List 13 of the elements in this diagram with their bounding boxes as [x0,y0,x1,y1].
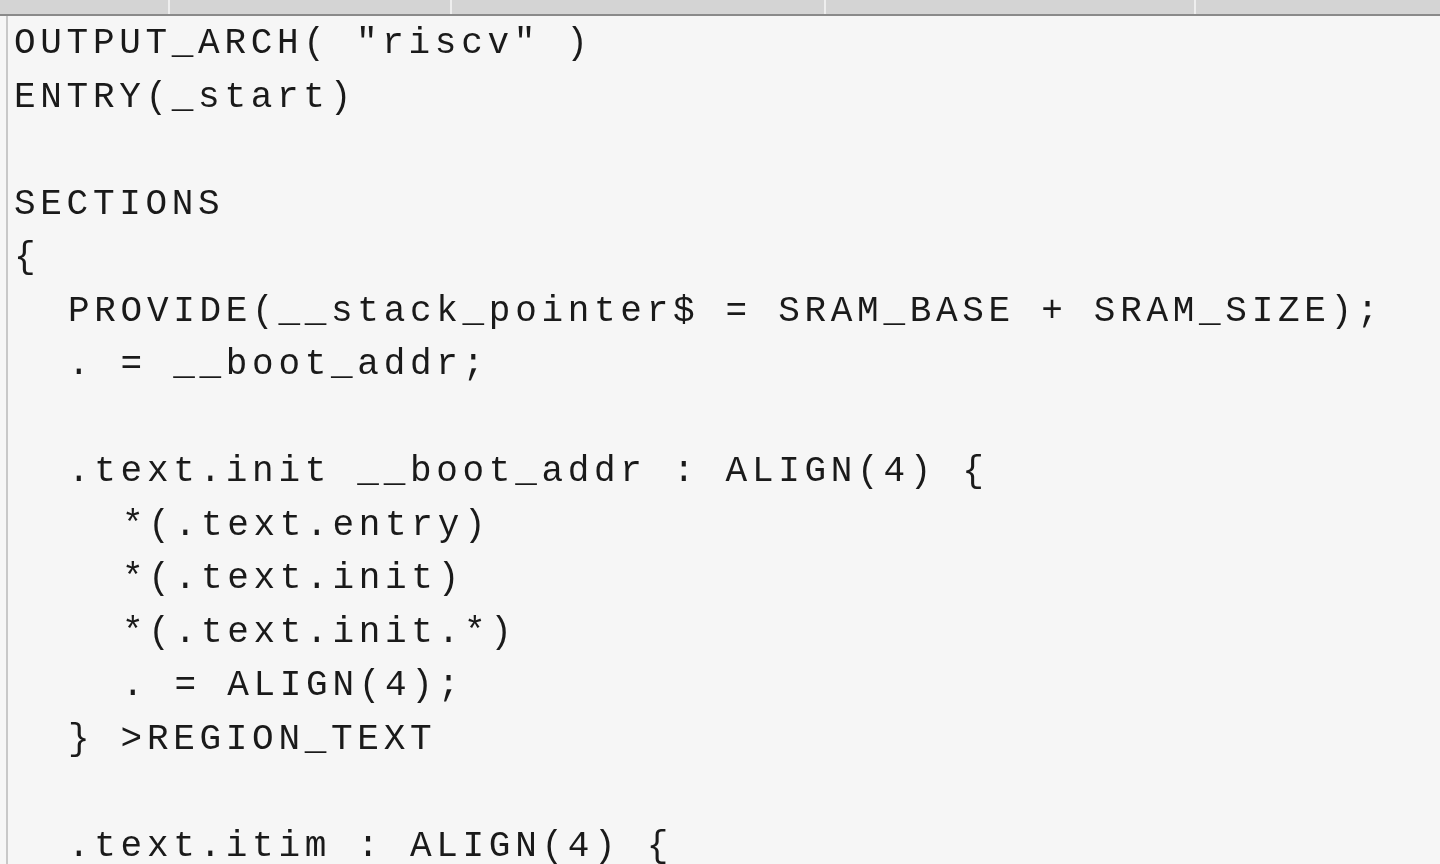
code-line: .text.init __boot_addr : ALIGN(4) { [68,452,989,492]
code-line: { [14,238,41,278]
code-line: .text.itim : ALIGN(4) { [68,826,673,864]
code-line: } >REGION_TEXT [68,719,437,760]
code-line: *(.text.entry) [122,505,491,546]
code-line: ENTRY(_start) [14,77,356,118]
code-line: PROVIDE(__stack_pointer$ = SRAM_BASE + SRAM_SIZE); [68,291,1384,332]
code-line: *(.text.init) [122,559,464,599]
code-line: . = __boot_addr; [68,345,489,385]
code-line: OUTPUT_ARCH( "riscv" ) [14,24,593,64]
code-line: *(.text.init.*) [122,612,517,653]
code-line: . = ALIGN(4); [122,666,464,706]
code-line: SECTIONS [14,184,225,225]
